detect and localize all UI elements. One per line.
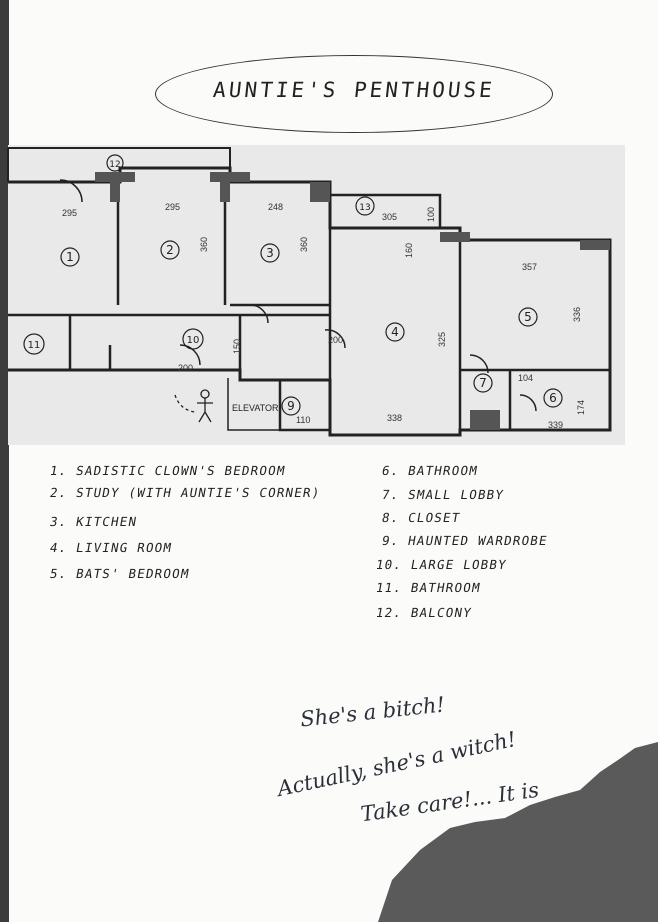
room-3-marker: 3 [260,243,280,263]
room-9-marker: 9 [281,396,301,416]
dimension-label: 200 [178,363,193,373]
balcony-outline [7,147,231,182]
svg-text:6: 6 [549,391,557,405]
dimension-label: 110 [296,415,310,425]
dimension-label: 325 [437,332,447,347]
elevator-label: ELEVATOR [232,403,279,413]
room-5-marker: 5 [518,307,538,327]
dimension-label: 336 [572,307,582,322]
paper-left-edge [0,0,9,922]
room-7-marker: 7 [473,373,493,393]
room-4-marker: 4 [385,322,405,342]
dimension-label: 360 [199,237,209,252]
svg-text:13: 13 [359,203,370,213]
dimension-label: 160 [404,243,414,258]
dimension-label: 338 [387,413,402,423]
dimension-label: 357 [522,262,537,272]
stick-figure-icon [174,389,213,423]
floor-plan: ELEVATOR 1 2 3 4 5 6 7 9 10 11 12 13 295… [7,145,625,445]
room-1-marker: 1 [60,247,80,267]
dimension-label: 295 [62,208,77,218]
room-2-marker: 2 [160,240,180,260]
pillars [95,172,610,430]
room-10-marker: 10 [182,328,204,350]
svg-text:12: 12 [109,160,120,170]
svg-text:1: 1 [66,250,74,264]
dimension-label: 200 [328,335,343,345]
dimension-label: 360 [299,237,309,252]
svg-text:4: 4 [391,325,399,339]
room-6-marker: 6 [543,388,563,408]
dimension-label: 100 [426,207,436,222]
dimension-label: 174 [576,400,586,415]
dimension-label: 295 [165,202,180,212]
room-11-marker: 11 [23,333,45,355]
outer-wall [8,166,612,437]
svg-text:5: 5 [524,310,532,324]
svg-text:11: 11 [28,340,41,351]
svg-text:7: 7 [479,376,487,390]
room-12-marker: 12 [106,154,124,172]
dimension-label: 339 [548,420,563,430]
title-ellipse [155,55,553,133]
svg-text:10: 10 [187,335,200,346]
svg-text:9: 9 [287,399,295,413]
elevator-shaft [227,378,280,431]
svg-text:3: 3 [266,246,274,260]
dimension-label: 248 [268,202,283,212]
dimension-label: 104 [518,373,533,383]
door-arcs [59,179,537,412]
dimension-label: 150 [232,339,242,354]
svg-text:2: 2 [166,243,174,257]
room-13-marker: 13 [355,196,375,216]
dimension-label: 305 [382,212,397,222]
